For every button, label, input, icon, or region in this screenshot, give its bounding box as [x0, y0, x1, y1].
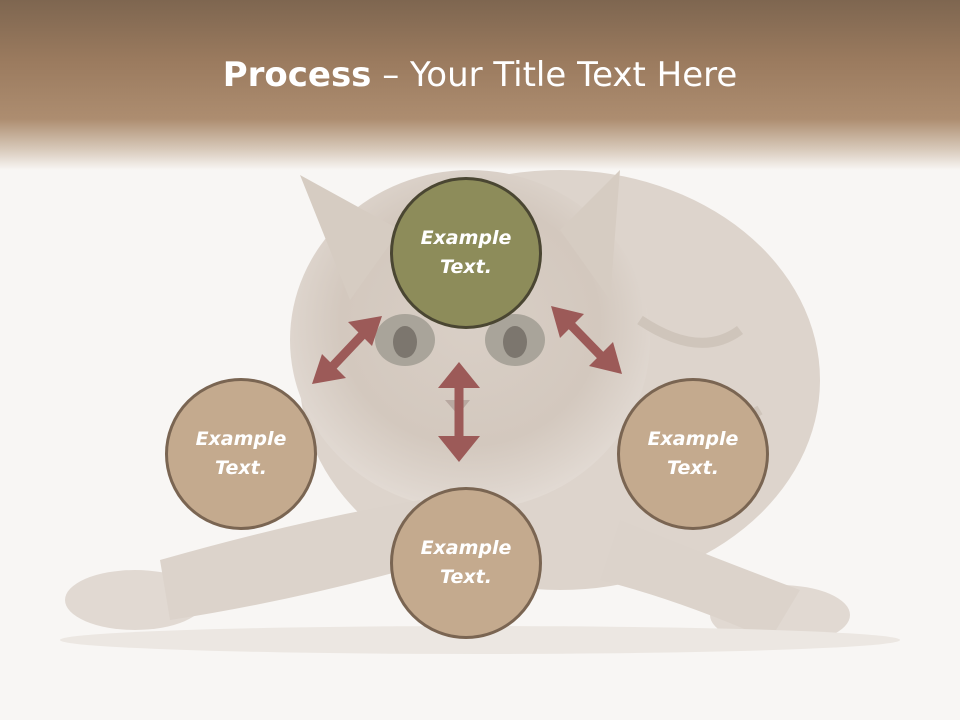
process-node-top[interactable]: Example Text. — [390, 177, 542, 329]
process-node-left-label: Example Text. — [195, 428, 287, 479]
title-bar — [0, 0, 960, 170]
process-node-left[interactable]: Example Text. — [165, 378, 317, 530]
process-node-bottom[interactable]: Example Text. — [390, 487, 542, 639]
arrow-right-diagonal — [551, 306, 622, 374]
slide-title: Process – Your Title Text Here — [0, 52, 960, 98]
process-node-top-label: Example Text. — [420, 227, 512, 278]
title-rest: – Your Title Text Here — [371, 55, 738, 95]
title-bold: Process — [222, 55, 372, 95]
arrow-left-diagonal — [312, 316, 382, 384]
arrow-vertical — [438, 362, 480, 462]
process-node-right[interactable]: Example Text. — [617, 378, 769, 530]
process-node-bottom-label: Example Text. — [420, 537, 512, 588]
process-node-right-label: Example Text. — [647, 428, 739, 479]
